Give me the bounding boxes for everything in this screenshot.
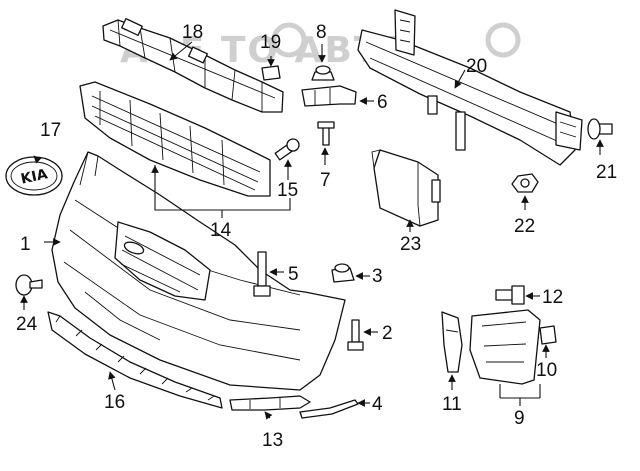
part-23-sensor-module bbox=[371, 149, 441, 227]
callout-3: 3 bbox=[372, 266, 383, 287]
callout-8: 8 bbox=[316, 22, 327, 43]
callout-4: 4 bbox=[372, 394, 383, 415]
part-11-side-bracket bbox=[441, 311, 463, 373]
callout-13: 13 bbox=[262, 430, 283, 451]
callout-19: 19 bbox=[260, 32, 281, 53]
callout-9: 9 bbox=[514, 408, 525, 429]
part-19-clip bbox=[261, 65, 281, 81]
part-8-nut bbox=[311, 65, 335, 81]
callout-22: 22 bbox=[514, 216, 535, 237]
callout-15: 15 bbox=[277, 180, 298, 201]
part-10-clip bbox=[539, 325, 557, 345]
callout-2: 2 bbox=[382, 323, 393, 344]
part-18-upper-absorber bbox=[102, 18, 284, 113]
callout-23: 23 bbox=[400, 234, 421, 255]
callout-11: 11 bbox=[442, 394, 462, 415]
part-21-bolt bbox=[587, 118, 613, 140]
part-16-lower-lip bbox=[47, 311, 223, 409]
part-6-bracket bbox=[301, 85, 357, 107]
callout-14: 14 bbox=[210, 220, 232, 241]
part-14-grille bbox=[79, 81, 271, 197]
callout-5: 5 bbox=[288, 264, 299, 285]
callout-10: 10 bbox=[536, 360, 557, 381]
part-7-bolt bbox=[317, 121, 335, 146]
part-3-nut bbox=[331, 263, 355, 283]
part-12-bolt bbox=[495, 285, 525, 305]
part-9-bracket bbox=[469, 309, 541, 385]
part-13-lower-trim bbox=[229, 395, 359, 419]
part-15-bolt bbox=[274, 138, 300, 161]
callout-20: 20 bbox=[466, 56, 487, 77]
callout-labels: 18 19 8 20 6 17 7 15 21 14 22 23 1 5 3 1… bbox=[16, 22, 617, 451]
callout-21: 21 bbox=[596, 162, 617, 183]
callout-17: 17 bbox=[40, 120, 61, 141]
part-24-clip bbox=[15, 274, 43, 296]
callout-7: 7 bbox=[320, 170, 331, 191]
callout-18: 18 bbox=[182, 22, 203, 43]
callout-24: 24 bbox=[16, 314, 38, 335]
callout-16: 16 bbox=[104, 392, 125, 413]
emblem-logo-text: KIA bbox=[19, 166, 49, 187]
part-2-bolt bbox=[347, 319, 364, 351]
part-17-emblem: KIA bbox=[5, 156, 63, 196]
part-20-bumper-beam bbox=[357, 9, 583, 166]
callout-12: 12 bbox=[542, 287, 563, 308]
callout-6: 6 bbox=[377, 92, 388, 113]
part-5-bolt bbox=[253, 251, 271, 297]
callout-1: 1 bbox=[20, 234, 31, 255]
leader-lines bbox=[20, 41, 604, 420]
part-22-nut bbox=[511, 173, 539, 193]
